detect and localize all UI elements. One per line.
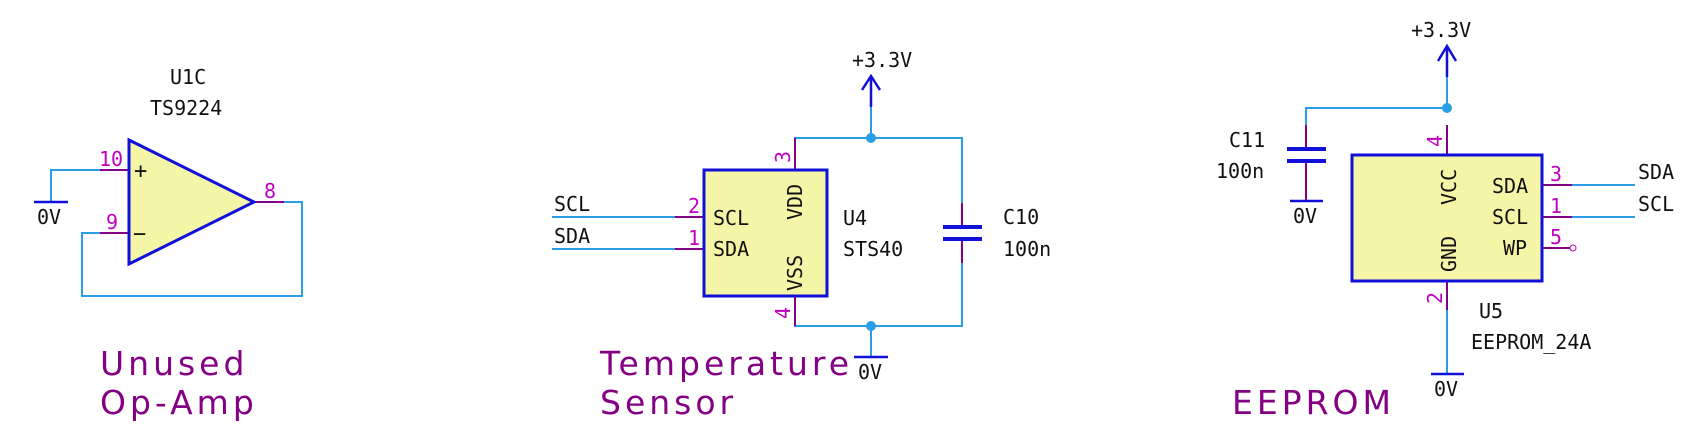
eeprom-pin-name-sda: SDA — [1492, 174, 1528, 198]
eeprom-pin-vcc-number: 4 — [1423, 135, 1447, 147]
opamp-ref[interactable]: U1C — [170, 65, 206, 89]
opamp-triangle[interactable] — [127, 137, 258, 267]
note-eeprom: EEPROM — [1232, 383, 1395, 422]
eeprom-ref[interactable]: U5 — [1479, 299, 1503, 323]
note-opamp: Op-Amp — [100, 383, 258, 422]
junction-dot — [866, 133, 876, 143]
power-arrow-head-icon — [860, 73, 882, 91]
opamp-section: U1C TS9224 10 9 8 + − 0V Unused Op-Amp — [34, 65, 303, 422]
eeprom-power-label: +3.3V — [1411, 18, 1471, 42]
sensor-body[interactable] — [702, 168, 829, 298]
junction-dot — [866, 321, 876, 331]
sensor-pin-sda-number: 1 — [688, 226, 700, 250]
sensor-net-sda: SDA — [554, 224, 590, 248]
eeprom-pin-name-wp: WP — [1503, 236, 1527, 260]
eeprom-value[interactable]: EEPROM_24A — [1471, 330, 1591, 354]
eeprom-pin-sda-number: 3 — [1550, 162, 1562, 186]
no-connect-icon — [1569, 244, 1577, 252]
opamp-feedback-wire[interactable] — [81, 201, 303, 297]
sensor-power-label: +3.3V — [852, 48, 912, 72]
opamp-pin-minus-number: 9 — [106, 210, 118, 234]
sensor-pin-vss-number: 4 — [771, 307, 795, 319]
eeprom-net-sda: SDA — [1638, 160, 1674, 184]
sensor-ref[interactable]: U4 — [843, 206, 867, 230]
sensor-net-scl: SCL — [554, 192, 590, 216]
c11-value[interactable]: 100n — [1216, 159, 1264, 183]
sensor-section: +3.3V SCL SDA 2 1 3 4 SCL SDA VDD VSS U4… — [552, 48, 1051, 422]
c10-ref[interactable]: C10 — [1003, 205, 1039, 229]
opamp-value[interactable]: TS9224 — [150, 96, 222, 120]
note-sensor: Sensor — [600, 383, 737, 422]
opamp-minus-sign: − — [133, 222, 146, 247]
opamp-pin-plus-number: 10 — [99, 147, 123, 171]
eeprom-pin-scl-number: 1 — [1550, 194, 1562, 218]
sensor-pin-name-sda: SDA — [713, 237, 749, 261]
sensor-gnd-label: 0V — [858, 360, 882, 384]
c10-value[interactable]: 100n — [1003, 237, 1051, 261]
eeprom-net-scl: SCL — [1638, 192, 1674, 216]
note-temperature: Temperature — [599, 344, 853, 383]
c11-gnd-label: 0V — [1293, 204, 1317, 228]
sensor-value[interactable]: STS40 — [843, 237, 903, 261]
opamp-plus-wire[interactable] — [50, 169, 100, 202]
sensor-pin-name-vss: VSS — [783, 255, 807, 291]
sensor-pin-scl-number: 2 — [688, 194, 700, 218]
eeprom-cap-wire[interactable] — [1305, 107, 1447, 125]
eeprom-body[interactable] — [1350, 153, 1544, 283]
eeprom-section: +3.3V SDA SCL 4 2 3 1 5 VCC GND SDA SCL … — [1216, 18, 1674, 422]
junction-dot — [1442, 103, 1452, 113]
eeprom-pin-name-scl: SCL — [1492, 205, 1528, 229]
eeprom-gnd-label: 0V — [1434, 377, 1458, 401]
eeprom-pin-wp-number: 5 — [1550, 225, 1562, 249]
sensor-pin-name-vdd: VDD — [783, 184, 807, 220]
opamp-pin-out-number: 8 — [264, 179, 276, 203]
eeprom-pin-gnd-number: 2 — [1423, 292, 1447, 304]
c11-ref[interactable]: C11 — [1229, 128, 1265, 152]
power-arrow-head-icon — [1436, 43, 1458, 62]
opamp-gnd-label: 0V — [37, 205, 61, 229]
eeprom-pin-name-vcc: VCC — [1437, 169, 1461, 205]
sensor-pin-name-scl: SCL — [713, 206, 749, 230]
opamp-plus-sign: + — [134, 159, 147, 184]
note-unused: Unused — [100, 344, 248, 383]
eeprom-pin-name-gnd: GND — [1437, 236, 1461, 272]
sensor-pin-vdd-number: 3 — [771, 151, 795, 163]
